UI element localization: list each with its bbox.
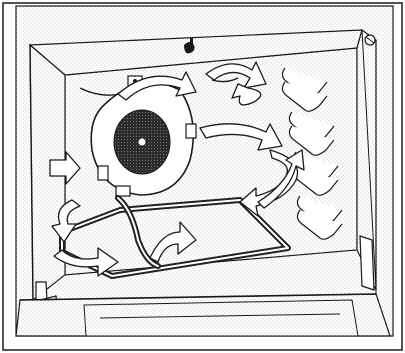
- light-socket-icon: [184, 38, 195, 54]
- oven-door: [15, 293, 391, 337]
- airflow-arrow-bottom-center: [149, 221, 197, 263]
- airflow-arrow-right-curve: [239, 149, 299, 217]
- fan-icon: [137, 137, 147, 147]
- mounting-screw-icon: [364, 34, 376, 46]
- airflow-arrows: [49, 61, 305, 277]
- convection-fan: [90, 75, 197, 197]
- airflow-arrow-right-mid: [199, 123, 283, 151]
- airflow-arrow-left-mid: [49, 151, 81, 185]
- airflow-arrow-top-right: [205, 61, 267, 89]
- door-hinge-right: [359, 235, 375, 291]
- rack-supports: [281, 67, 343, 240]
- airflow-arrow-bottom-left: [53, 247, 119, 277]
- airflow-arrow-left-low: [51, 199, 81, 243]
- airflow-arrow-lower-right: [257, 149, 305, 209]
- airflow-arrow-curl: [231, 83, 262, 106]
- airflow-arrow-top-fan: [117, 71, 197, 101]
